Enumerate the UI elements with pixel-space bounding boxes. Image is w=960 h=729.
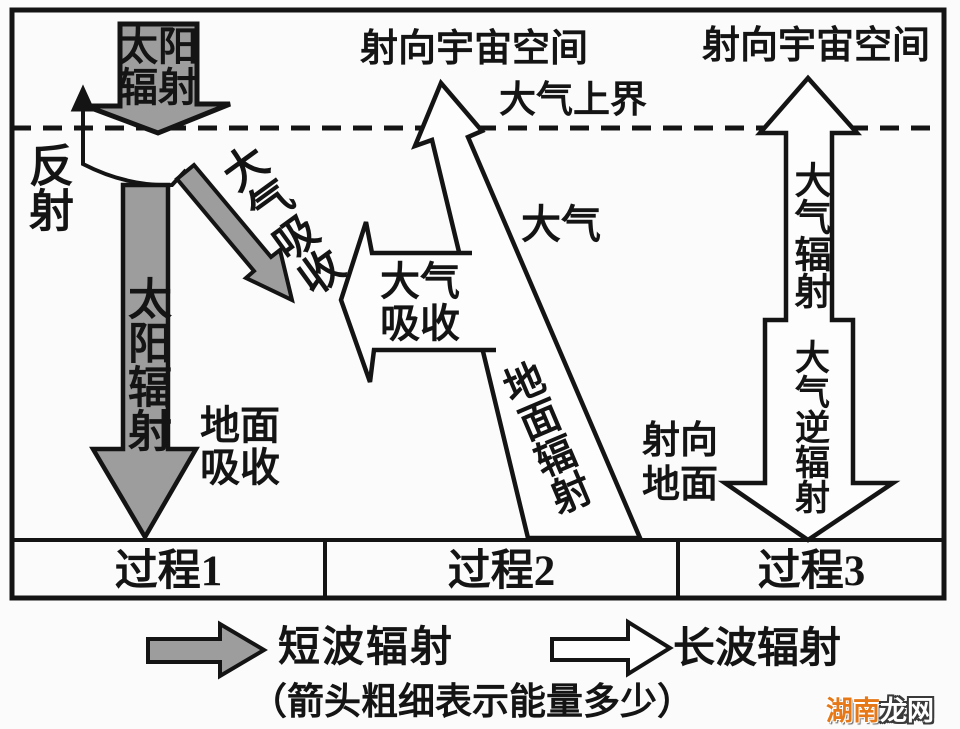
atmosphere-radiation-label: 大气辐射 — [788, 161, 829, 309]
watermark-part2: 龙网 — [880, 696, 934, 727]
atmosphere-radiation-counter-radiation-arrow-icon — [717, 74, 901, 543]
watermark: 湖南龙网 — [826, 689, 934, 728]
solar-radiation-down-label: 太阳辐射 — [121, 276, 170, 452]
process-2-label: 过程2 — [447, 548, 556, 595]
process-1-label: 过程1 — [114, 548, 223, 595]
atmosphere-absorb-shortwave-arrow-icon — [174, 162, 295, 304]
atmosphere-absorb-longwave-arrow-icon — [338, 221, 496, 383]
atmosphere-upper-boundary-label: 大气上界 — [499, 80, 647, 121]
solar-radiation-top-label: 太阳辐射 — [118, 24, 198, 110]
watermark-part1: 湖南 — [826, 696, 880, 727]
atmosphere-label: 大气 — [521, 202, 601, 247]
ground-absorb-label: 地面吸收 — [200, 403, 280, 490]
legend-longwave-arrow-icon — [550, 618, 674, 678]
atmosphere-absorb-longwave-label: 大气吸收 — [380, 259, 460, 346]
to-ground-label: 射向地面 — [641, 420, 718, 506]
solar-radiation-incoming-arrow-icon — [85, 21, 231, 136]
diagram-border — [9, 7, 947, 601]
legend-note-label: （箭头粗细表示能量多少） — [250, 682, 694, 723]
legend-longwave-label: 长波辐射 — [673, 626, 842, 672]
solar-radiation-down-arrow-icon — [89, 182, 200, 542]
to-space-middle-label: 射向宇宙空间 — [360, 28, 589, 70]
legend-shortwave-arrow-icon — [146, 620, 268, 680]
process-3-label: 过程3 — [757, 548, 866, 595]
to-space-right-label: 射向宇宙空间 — [702, 25, 931, 67]
atmosphere-counter-radiation-label: 大气逆辐射 — [790, 339, 829, 514]
legend-shortwave-label: 短波辐射 — [278, 625, 455, 671]
reflection-label: 反射 — [22, 142, 72, 232]
ground-radiation-arrow-icon — [410, 78, 644, 541]
